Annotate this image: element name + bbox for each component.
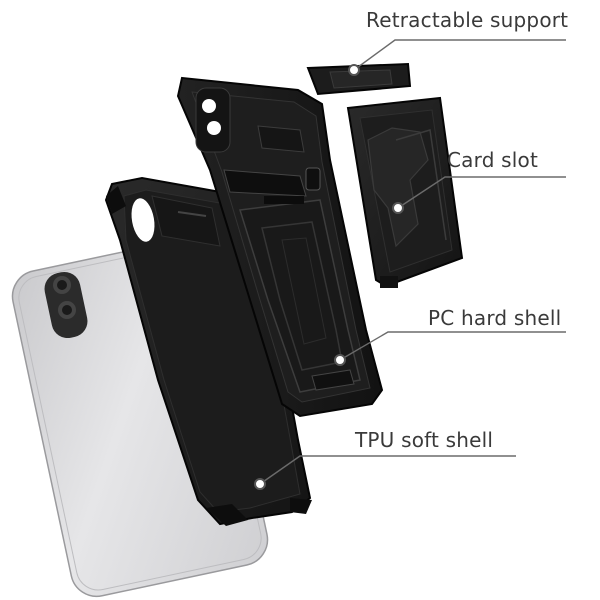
leader-tpu-soft-shell <box>259 455 516 485</box>
card-slot-panel <box>346 96 464 288</box>
label-retractable-support: Retractable support <box>366 8 569 32</box>
leader-retractable-support <box>353 39 566 71</box>
label-card-slot: Card slot <box>447 148 538 172</box>
dot-retractable-support <box>348 64 360 76</box>
leader-card-slot <box>397 176 566 209</box>
pc-hard-shell <box>176 76 384 418</box>
dot-card-slot <box>392 202 404 214</box>
retractable-support-part <box>306 62 412 96</box>
dot-pc-hard-shell <box>334 354 346 366</box>
callout-leader-lines <box>259 39 566 485</box>
label-pc-hard-shell: PC hard shell <box>428 306 562 330</box>
label-tpu-soft-shell: TPU soft shell <box>355 428 494 452</box>
callout-dots <box>254 64 404 490</box>
dot-tpu-soft-shell <box>254 478 266 490</box>
leader-pc-hard-shell <box>339 331 566 361</box>
